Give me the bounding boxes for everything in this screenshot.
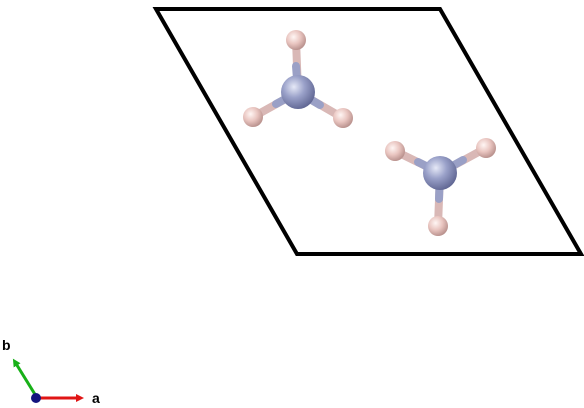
ammonia-molecule-1 [243,30,353,128]
hydrogen-atom [428,216,448,236]
hydrogen-atom [243,107,263,127]
axis-b-arrow [12,358,38,397]
hydrogen-atom [333,108,353,128]
axis-indicator: a b [2,337,100,406]
axis-b-label: b [2,337,11,353]
nitrogen-atom [423,156,457,190]
ammonia-molecule-2 [385,138,496,236]
axis-a-label: a [92,390,100,406]
nitrogen-atom [281,75,315,109]
hydrogen-atom [476,138,496,158]
axis-c-origin [31,393,41,403]
hydrogen-atom [385,141,405,161]
unit-cell-outline [152,7,584,256]
hydrogen-atom [286,30,306,50]
